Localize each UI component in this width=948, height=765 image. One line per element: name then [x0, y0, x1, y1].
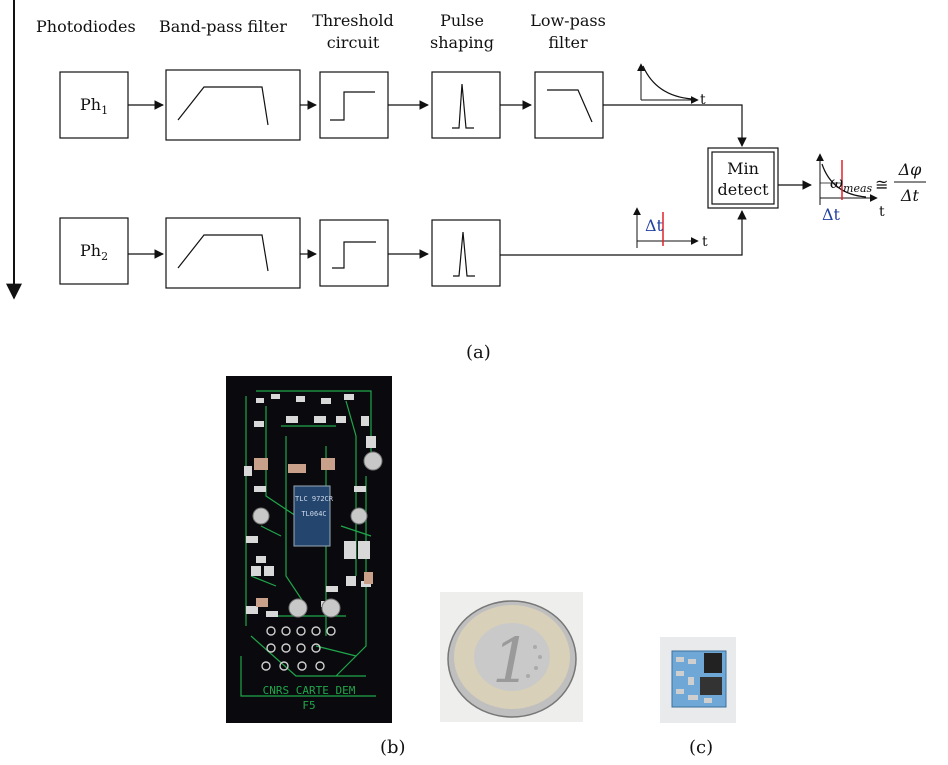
header-pulse-line1: Pulse: [440, 11, 484, 30]
pulse-box-2: [431, 219, 501, 287]
threshold-step-1: [330, 91, 375, 121]
header-lowpass-line1: Low-pass: [530, 11, 606, 30]
pcb-photo: TLC 972CR TL064C CNRS CARTE DEM F5: [226, 376, 392, 723]
threshold-step-2: [332, 241, 376, 269]
header-threshold-line2: circuit: [327, 33, 380, 52]
pcb-label-line1: CNRS CARTE DEM: [263, 684, 356, 697]
header-pulse-line2: shaping: [430, 33, 494, 52]
ph2-box: [59, 217, 129, 285]
signal-graph-2: [633, 207, 699, 248]
svg-text:≅: ≅: [875, 175, 888, 194]
signal-graph-1: [637, 63, 699, 104]
svg-text:TL064C: TL064C: [301, 510, 326, 518]
svg-text:1: 1: [492, 624, 531, 697]
graph2-delta-t: Δt: [645, 216, 664, 235]
channel-1: [59, 69, 747, 147]
graph2-t-label: t: [702, 234, 708, 250]
svg-text:Δφ: Δφ: [898, 160, 923, 179]
lowpass-curve-1: [547, 89, 593, 123]
caption-c: (c): [689, 737, 714, 758]
svg-text:Δt: Δt: [900, 186, 920, 205]
module-photo: [660, 637, 736, 723]
bandpass-box-2: [165, 217, 301, 289]
omega-formula: ωmeas ≅ Δφ Δt: [830, 160, 926, 205]
ph1-label: Ph1: [80, 95, 108, 117]
caption-b: (b): [380, 737, 406, 758]
pcb-label-line2: F5: [302, 699, 315, 712]
bandpass-curve-1: [177, 86, 269, 126]
lowpass-box-1: [534, 71, 604, 139]
threshold-box-2: [319, 219, 389, 287]
svg-text:ωmeas: ωmeas: [830, 173, 873, 195]
graph1-t-label: t: [700, 92, 706, 108]
coin-photo: 1: [440, 592, 583, 722]
svg-text:TLC 972CR: TLC 972CR: [295, 495, 334, 503]
header-lowpass-line2: filter: [548, 33, 588, 52]
pulse-shape-2: [453, 231, 475, 277]
min-detect-line1: Min: [727, 159, 759, 178]
channel-2: [59, 210, 747, 289]
output-graph: [816, 153, 878, 205]
min-detect-line2: detect: [718, 180, 770, 199]
ph2-label: Ph2: [80, 241, 108, 263]
threshold-box-1: [319, 71, 389, 139]
bandpass-box-1: [165, 69, 301, 141]
pulse-shape-1: [452, 83, 474, 129]
header-photodiodes: Photodiodes: [36, 17, 136, 36]
bandpass-curve-2: [177, 234, 269, 272]
output-delta-t: Δt: [822, 205, 841, 224]
header-bandpass: Band-pass filter: [159, 17, 287, 36]
output-t-label: t: [879, 204, 885, 220]
min-detect-block: [707, 147, 812, 209]
caption-a: (a): [466, 342, 491, 363]
header-threshold-line1: Threshold: [312, 11, 394, 30]
